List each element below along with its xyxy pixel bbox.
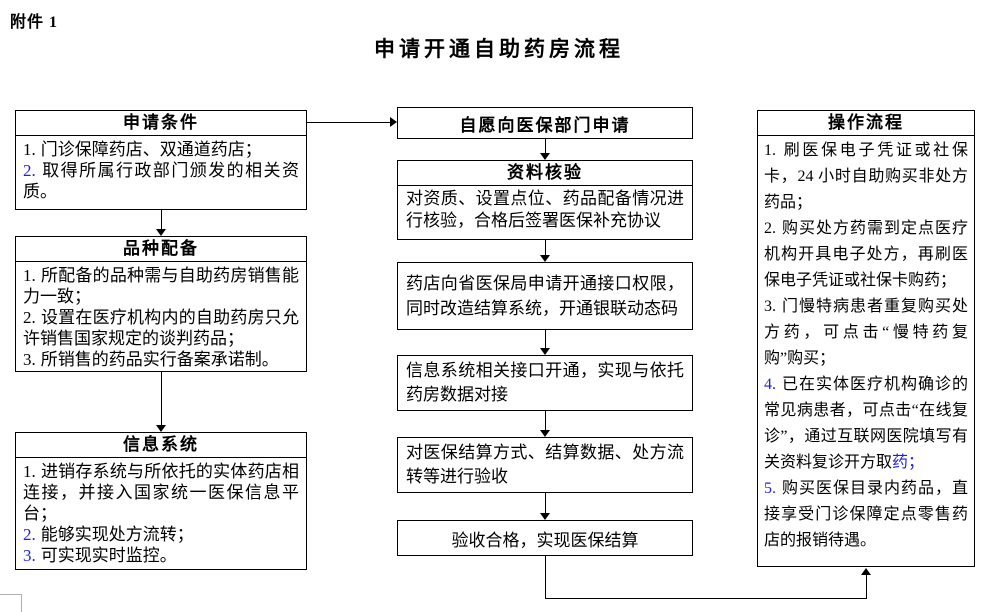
item-text: 门诊保障药店、双通道药店； [40,140,262,159]
data-link-box: 信息系统相关接口开通，实现与依托药房数据对接 [397,355,693,411]
item-number: 3. [764,298,776,315]
condition-to-variety-arrow [156,210,167,236]
variety-box: 品种配备 1.所配备的品种需与自助药房销售能力一致； 2.设置在医疗机构内的自助… [15,236,307,372]
arrow-head [540,153,550,160]
info-system-box: 信息系统 1.进销存系统与所依托的实体药店相连接，并接入国家统一医保信息平台； … [15,432,307,570]
list-item: 3.门慢特病患者重复购买处方药，可点击“慢特药复购”购买； [764,294,968,372]
list-item: 1.门诊保障药店、双通道药店； [23,139,299,160]
verify-box: 资料核验 对资质、设置点位、药品配备情况进行核验，合格后签署医保补充协议 [397,160,693,240]
list-item: 1.刷医保电子凭证或社保卡，24 小时自助购买非处方药品； [764,138,968,216]
condition-box-header: 申请条件 [16,111,306,136]
connector-horizontal-line [545,598,867,599]
verify-box-header: 资料核验 [398,161,692,186]
corner-artifact [0,594,22,612]
arrow-shaft [545,240,546,256]
item-text: 购买处方药需到定点医疗机构开具电子处方，再刷医保电子凭证或社保卡购药； [764,220,968,289]
verify-to-interface-arrow [540,240,551,262]
info-system-box-body: 1.进销存系统与所依托的实体药店相连接，并接入国家统一医保信息平台； 2.能够实… [16,458,306,569]
interface-to-datalink-arrow [540,330,551,355]
page-title: 申请开通自助药房流程 [374,37,624,61]
acceptance-box-text: 对医保结算方式、结算数据、处方流转等进行验收 [406,443,684,486]
item-text: 可实现实时监控。 [40,546,177,565]
item-number: 1. [23,462,36,481]
variety-to-info-arrow [156,372,167,432]
item-number: 2. [23,525,36,544]
condition-to-apply-arrow [307,117,397,128]
list-item: 2.能够实现处方流转； [23,524,299,545]
item-number: 5. [764,480,776,497]
variety-box-header: 品种配备 [16,237,306,262]
arrow-shaft [545,139,546,154]
arrow-shaft [161,210,162,230]
info-system-box-header: 信息系统 [16,433,306,458]
item-text: 所销售的药品实行备案承诺制。 [40,350,279,369]
settlement-box: 验收合格，实现医保结算 [397,520,693,556]
arrow-head [540,430,550,437]
item-text: 取得所属行政部门颁发的相关资质。 [23,161,299,201]
attachment-label: 附件 1 [10,14,59,31]
apply-to-verify-arrow [540,139,551,160]
list-item: 1.进销存系统与所依托的实体药店相连接，并接入国家统一医保信息平台； [23,461,299,524]
item-number: 2. [23,161,36,180]
item-text-tail: 药； [892,454,925,471]
list-item: 1.所配备的品种需与自助药房销售能力一致； [23,265,299,307]
item-text: 已在实体医疗机构确诊的常见病患者，可点击“在线复诊”，通过互联网医院填写有关资料… [764,376,968,471]
interface-box-text: 药店向省医保局申请开通接口权限，同时改造结算系统，开通银联动态码 [406,274,684,318]
item-number: 3. [23,546,36,565]
operation-box: 操作流程 1.刷医保电子凭证或社保卡，24 小时自助购买非处方药品； 2.购买处… [757,110,975,567]
list-item: 5.购买医保目录内药品，直接享受门诊保障定点零售药店的报销待遇。 [764,476,968,554]
list-item: 4.已在实体医疗机构确诊的常见病患者，可点击“在线复诊”，通过互联网医院填写有关… [764,372,968,476]
operation-box-header: 操作流程 [758,111,974,136]
arrow-shaft [307,122,391,123]
acceptance-box: 对医保结算方式、结算数据、处方流转等进行验收 [397,437,693,493]
item-number: 1. [23,266,36,285]
datalink-to-acceptance-arrow [540,411,551,437]
settlement-to-operation-arrow [861,568,872,599]
arrow-head [390,117,397,127]
condition-box-body: 1.门诊保障药店、双通道药店； 2.取得所属行政部门颁发的相关资质。 [16,136,306,205]
item-number: 2. [764,220,776,237]
arrow-head [156,425,166,432]
arrow-head [540,513,550,520]
condition-box: 申请条件 1.门诊保障药店、双通道药店； 2.取得所属行政部门颁发的相关资质。 [15,110,307,210]
arrow-shaft [545,493,546,514]
interface-box: 药店向省医保局申请开通接口权限，同时改造结算系统，开通银联动态码 [397,262,693,330]
arrow-head [540,255,550,262]
item-number: 3. [23,350,36,369]
item-text: 进销存系统与所依托的实体药店相连接，并接入国家统一医保信息平台； [23,462,299,523]
arrow-head [156,229,166,236]
apply-box: 自愿向医保部门申请 [397,107,693,139]
list-item: 3.可实现实时监控。 [23,545,299,566]
list-item: 3.所销售的药品实行备案承诺制。 [23,349,299,370]
data-link-box-text: 信息系统相关接口开通，实现与依托药房数据对接 [406,361,684,404]
item-text: 购买医保目录内药品，直接享受门诊保障定点零售药店的报销待遇。 [764,480,968,549]
item-text: 所配备的品种需与自助药房销售能力一致； [23,266,299,306]
operation-box-body: 1.刷医保电子凭证或社保卡，24 小时自助购买非处方药品； 2.购买处方药需到定… [758,136,974,556]
item-text: 刷医保电子凭证或社保卡，24 小时自助购买非处方药品； [764,142,968,211]
variety-box-body: 1.所配备的品种需与自助药房销售能力一致； 2.设置在医疗机构内的自助药房只允许… [16,262,306,373]
item-text: 设置在医疗机构内的自助药房只允许销售国家规定的谈判药品； [23,308,299,348]
list-item: 2.取得所属行政部门颁发的相关资质。 [23,160,299,202]
item-number: 2. [23,308,36,327]
connector-vertical-line [545,556,546,599]
item-number: 1. [764,142,776,159]
item-number: 4. [764,376,776,393]
list-item: 2.购买处方药需到定点医疗机构开具电子处方，再刷医保电子凭证或社保卡购药； [764,216,968,294]
item-text: 能够实现处方流转； [40,525,194,544]
arrow-shaft [161,372,162,426]
acceptance-to-settlement-arrow [540,493,551,520]
apply-box-text: 自愿向医保部门申请 [459,115,631,135]
arrow-shaft [545,330,546,349]
arrow-shaft [545,411,546,431]
verify-box-body: 对资质、设置点位、药品配备情况进行核验，合格后签署医保补充协议 [406,189,684,230]
arrow-head [540,348,550,355]
arrow-head [861,568,871,575]
settlement-box-text: 验收合格，实现医保结算 [451,530,639,550]
arrow-shaft [866,574,867,599]
item-text: 门慢特病患者重复购买处方药，可点击“慢特药复购”购买； [764,298,968,367]
list-item: 2.设置在医疗机构内的自助药房只允许销售国家规定的谈判药品； [23,307,299,349]
item-number: 1. [23,140,36,159]
